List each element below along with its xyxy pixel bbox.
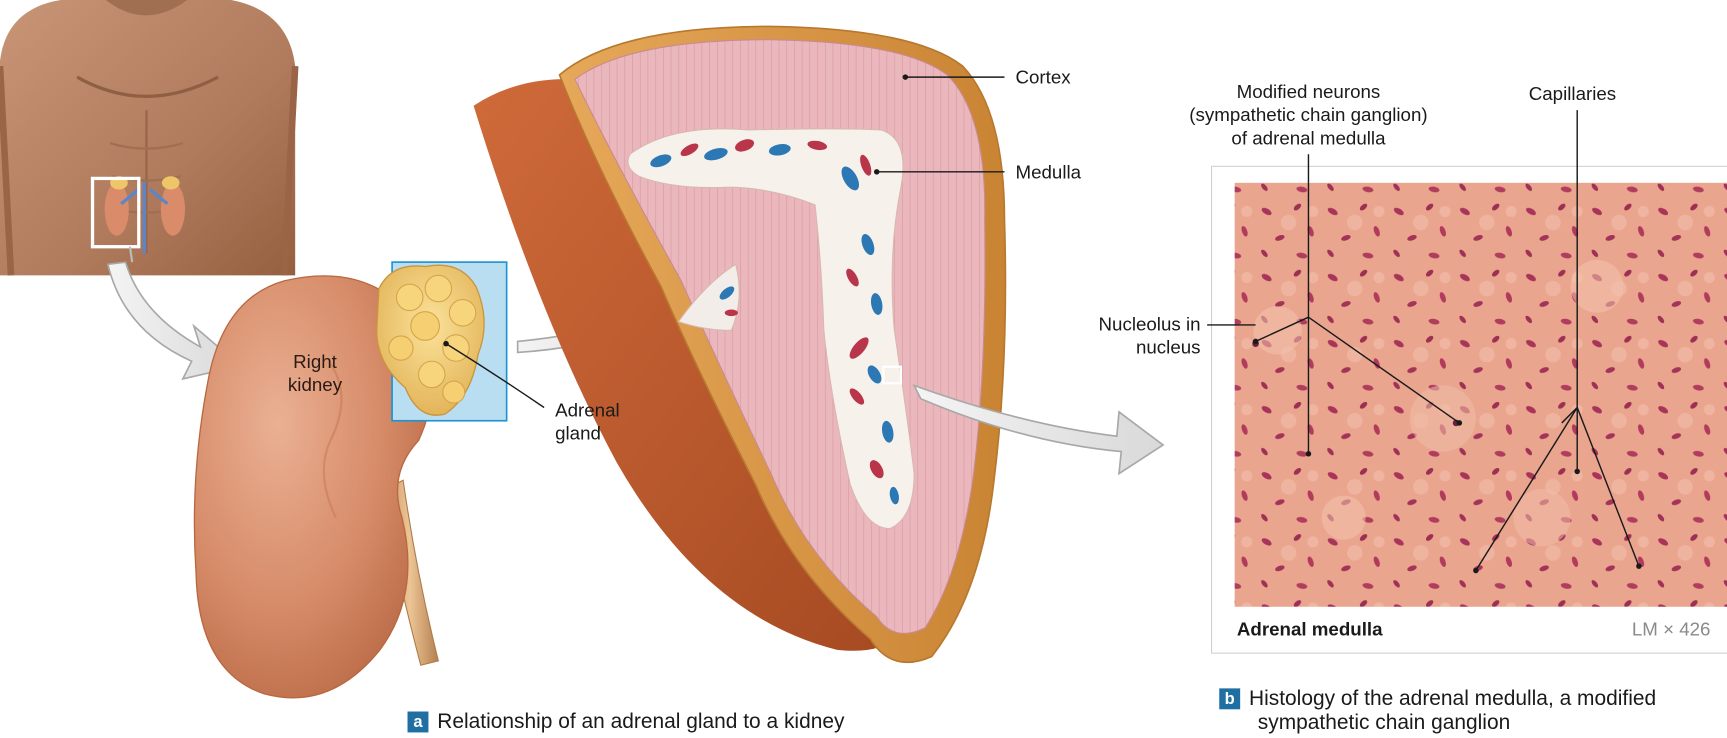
leader-adrenal-gland bbox=[446, 344, 544, 408]
label-modified-neurons-line2: (sympathetic chain ganglion) bbox=[1178, 104, 1438, 127]
label-adrenal-gland: Adrenal gland bbox=[555, 399, 620, 445]
caption-a-text: Relationship of an adrenal gland to a ki… bbox=[437, 710, 844, 733]
micrograph-footer: Adrenal medulla LM × 426 bbox=[1215, 607, 1727, 651]
leader-neurons-branches bbox=[1256, 317, 1460, 423]
label-modified-neurons-line1: Modified neurons bbox=[1178, 80, 1438, 103]
label-cortex: Cortex bbox=[1015, 66, 1070, 89]
label-right-kidney-line1: Right bbox=[271, 350, 359, 373]
magnification-label: LM × 426 bbox=[1632, 619, 1711, 641]
label-right-kidney: Right kidney bbox=[271, 350, 359, 396]
caption-a-letter: a bbox=[408, 712, 429, 733]
caption-a: a Relationship of an adrenal gland to a k… bbox=[408, 710, 845, 734]
label-adrenal-gland-line2: gland bbox=[555, 422, 620, 445]
leader-capillaries-branches bbox=[1476, 408, 1639, 571]
label-right-kidney-line2: kidney bbox=[271, 373, 359, 396]
label-adrenal-gland-line1: Adrenal bbox=[555, 399, 620, 422]
label-capillaries: Capillaries bbox=[1529, 83, 1616, 106]
label-modified-neurons: Modified neurons (sympathetic chain gang… bbox=[1178, 80, 1438, 149]
label-medulla: Medulla bbox=[1015, 161, 1081, 184]
label-modified-neurons-line3: of adrenal medulla bbox=[1178, 127, 1438, 150]
caption-b-letter: b bbox=[1219, 688, 1240, 709]
caption-b-line2: sympathetic chain ganglion bbox=[1219, 712, 1656, 736]
label-nucleolus-line2: nucleus bbox=[1057, 336, 1200, 359]
micrograph-label: Adrenal medulla bbox=[1237, 619, 1383, 641]
label-nucleolus: Nucleolus in nucleus bbox=[1057, 313, 1200, 359]
caption-b-line1: Histology of the adrenal medulla, a modi… bbox=[1249, 687, 1656, 710]
caption-b: b Histology of the adrenal medulla, a mod… bbox=[1219, 687, 1656, 735]
label-nucleolus-line1: Nucleolus in bbox=[1057, 313, 1200, 336]
